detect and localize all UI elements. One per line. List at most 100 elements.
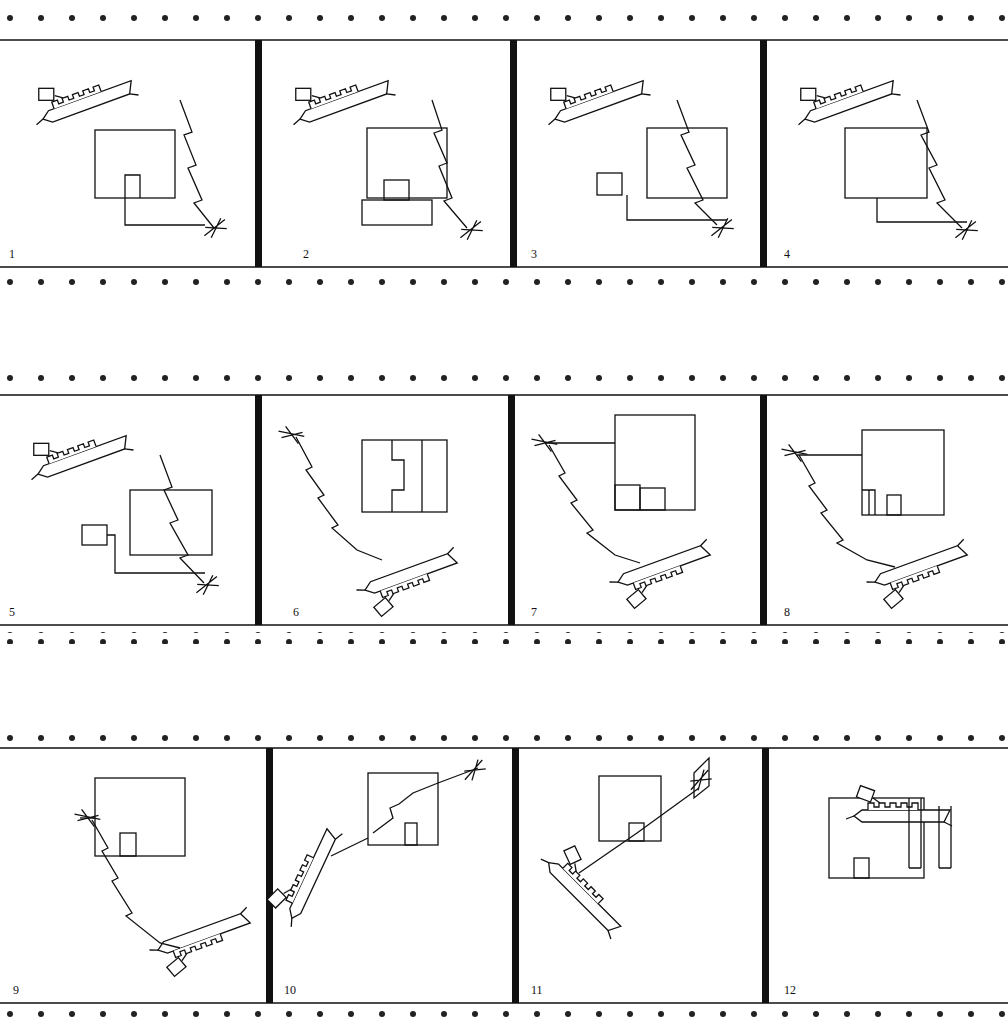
door-outline	[597, 173, 622, 195]
frame-number-holder: 4	[783, 244, 791, 262]
cross-mark	[460, 758, 488, 784]
zigzag-path	[549, 445, 640, 563]
tank-figure	[261, 817, 342, 930]
building-outline	[95, 778, 185, 856]
support-bars	[909, 798, 951, 868]
frame-divider	[512, 748, 519, 1003]
door-outline	[615, 485, 640, 510]
frame-drawing	[261, 758, 488, 930]
door-outline	[384, 180, 409, 200]
frame-divider	[255, 395, 262, 625]
frame-dividers	[255, 40, 769, 1003]
film-edge	[0, 394, 1008, 396]
sprocket-holes	[0, 375, 1008, 387]
building-outline	[599, 776, 661, 841]
sprocket-holes	[0, 632, 1008, 644]
notch-outline	[392, 440, 422, 512]
ground-line	[877, 198, 967, 222]
frame-number: 8	[783, 605, 791, 619]
cross-mark	[952, 219, 981, 242]
cross-mark	[193, 574, 222, 597]
film-bands	[0, 10, 1008, 1020]
frame-divider	[508, 395, 515, 625]
tank-figure	[607, 539, 720, 613]
tank-figure	[846, 786, 952, 826]
frame-number: 12	[783, 983, 797, 997]
frame-drawing	[780, 430, 978, 613]
film-edge	[0, 266, 1008, 268]
base-outline	[362, 200, 432, 225]
zigzag-path	[92, 820, 180, 948]
ground-line	[627, 195, 727, 220]
tank-figure	[536, 836, 640, 940]
frame-drawing	[20, 412, 221, 597]
ground-line	[107, 535, 205, 573]
frame-number-holder: 2	[302, 244, 310, 262]
zigzag-path	[432, 100, 467, 228]
cross-mark	[457, 219, 486, 242]
tank-figure	[354, 547, 467, 621]
frame-number-holder: 12	[783, 980, 797, 998]
frame-number: 4	[783, 247, 791, 261]
frame-drawing	[25, 57, 229, 240]
frame-number-holder: 3	[530, 244, 538, 262]
frame-number-holder: 7	[530, 602, 538, 620]
sprocket-holes	[0, 274, 1008, 286]
cross-mark	[201, 217, 230, 240]
tank-figure	[787, 57, 900, 131]
frame-drawing	[537, 57, 736, 240]
zigzag-path	[917, 100, 962, 228]
cross-mark	[780, 443, 809, 463]
frame-divider	[760, 40, 767, 267]
tank-figure	[864, 539, 977, 613]
door-outline	[82, 525, 107, 545]
frame-divider	[255, 40, 262, 267]
door-outline	[640, 488, 665, 510]
frame-number: 3	[530, 247, 538, 261]
cross-mark	[530, 433, 559, 453]
frame-number: 9	[12, 983, 20, 997]
door-outline	[405, 823, 417, 845]
sprocket-holes	[0, 1008, 1008, 1020]
door-outline	[854, 858, 869, 878]
building-outline	[615, 415, 695, 510]
zigzag-path	[677, 100, 717, 225]
frame-number: 2	[302, 247, 310, 261]
frame-number: 1	[8, 247, 16, 261]
frame-number-holder: 10	[283, 980, 297, 998]
frame-number-holder: 6	[292, 602, 300, 620]
frame-number-holder: 8	[783, 602, 791, 620]
building-outline	[95, 130, 175, 198]
building-outline	[368, 773, 438, 845]
zigzag-path	[160, 455, 204, 583]
frame-number: 7	[530, 605, 538, 619]
frame-drawing	[277, 425, 468, 622]
tank-figure	[25, 57, 138, 131]
zigzag-path	[180, 100, 214, 228]
cross-mark	[708, 217, 737, 240]
cross-mark	[686, 768, 714, 794]
frame-divider	[510, 40, 517, 267]
frame-drawing	[536, 758, 714, 939]
building-outline	[362, 440, 447, 512]
film-edge	[0, 747, 1008, 749]
cross-mark	[73, 808, 102, 828]
tank-figure	[282, 57, 395, 131]
zigzag-path	[579, 788, 699, 873]
door-outline	[629, 823, 644, 841]
frame-number-holder: 1	[8, 244, 16, 262]
frame-divider	[266, 748, 273, 1003]
building-outline	[367, 128, 447, 198]
frame-divider	[760, 395, 767, 625]
frame-number: 10	[283, 983, 297, 997]
frame-number: 6	[292, 605, 300, 619]
frame-number-holder: 5	[8, 602, 16, 620]
door-outline	[862, 490, 875, 515]
door-outline	[887, 495, 901, 515]
tank-figure	[20, 412, 133, 486]
frame-number-holder: 11	[530, 980, 544, 998]
sprocket-holes	[0, 730, 1008, 742]
film-edge	[0, 1002, 1008, 1004]
